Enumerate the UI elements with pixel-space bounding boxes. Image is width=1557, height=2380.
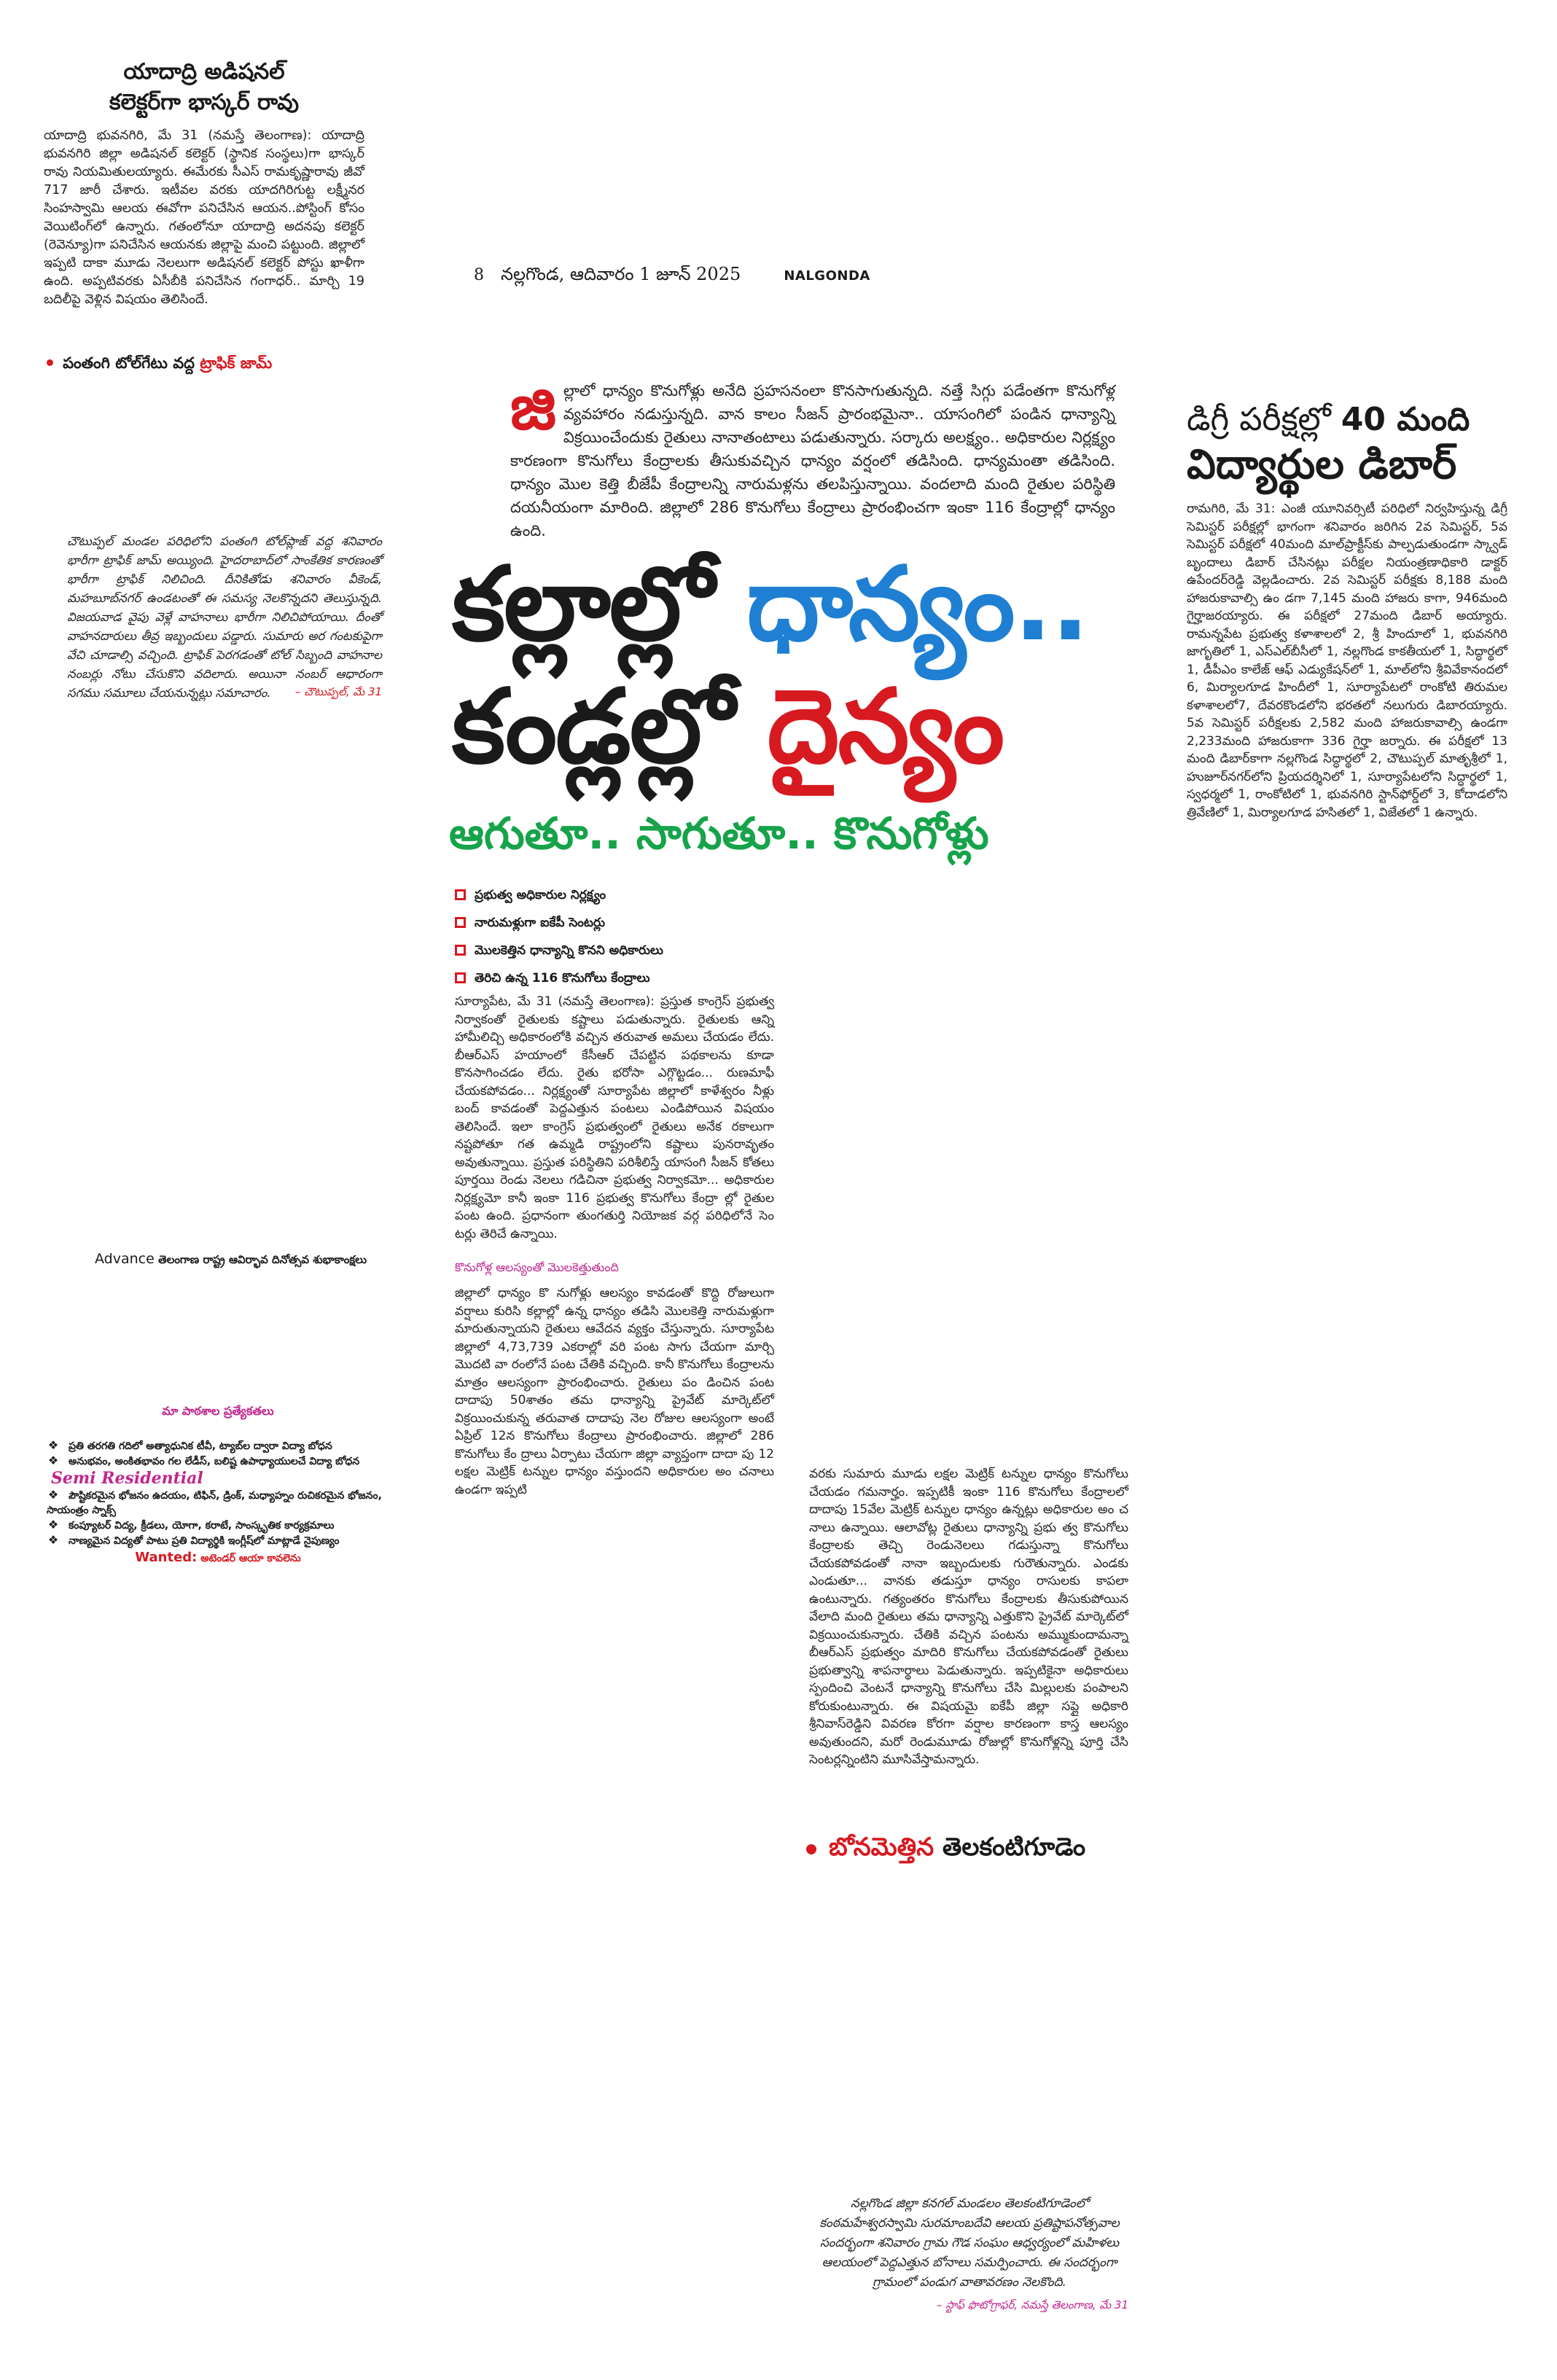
advance-note: Advance తెలంగాణ రాష్ట్ర ఆవిర్భావ దినోత్స… <box>95 1251 367 1267</box>
page-dateline: నల్లగొండ, ఆదివారం 1 జూన్ 2025 <box>501 264 741 284</box>
diamond-icon: ❖ <box>47 1454 59 1467</box>
ad-school-title: మా పాఠశాల ప్రత్యేకతలు <box>162 1404 274 1418</box>
lead-crosshead: కొనుగోళ్ల ఆలస్యంతో మొలకెత్తుతుంది <box>455 1260 619 1274</box>
list-item: ❖పౌష్టికరమైన భోజనం ఉదయం, టిఫిన్, డ్రింక్… <box>47 1488 382 1516</box>
diamond-icon: ❖ <box>47 1438 59 1452</box>
story-addl-collector: యాదాద్రి అడిషనల్ కలెక్టర్‌గా భాస్కర్ రావ… <box>44 57 364 309</box>
diamond-icon: ❖ <box>47 1518 59 1532</box>
lead-story-intro: జి ల్లాలో ధాన్యం కొనుగోళ్లు అనేది ప్రహసన… <box>510 371 1115 542</box>
lead-headline-line-2: కండ్లల్లో దైన్యం <box>452 668 1004 787</box>
list-item: నారుమళ్లుగా ఐకేపీ సెంటర్లు <box>455 913 819 933</box>
list-item: ❖కంప్యూటర్ విద్య, క్రీడలు, యోగా, కరాటే, … <box>47 1518 335 1532</box>
bullet-dot-icon <box>47 359 53 366</box>
story-degree-headline-1: డిగ్రీ పరీక్షల్లో 40 మంది <box>1187 401 1470 438</box>
page-edition: NALGONDA <box>784 268 870 284</box>
lead-story-dropcap: జి <box>510 371 556 444</box>
list-item: ❖ప్రతి తరగతి గదిలో అత్యాధునిక టీవీ, ట్యా… <box>47 1438 332 1452</box>
story-degree-headline-2: విద్యార్థుల డిబార్ <box>1187 441 1457 488</box>
story-addl-collector-body: యాదాద్రి భువనగిరి, మే 31 (నమస్తే తెలంగాణ… <box>44 128 364 307</box>
story-traffic-body: చౌటుప్పల్ మండల పరిధిలోని పంతంగి టోల్‌ప్ల… <box>67 534 382 700</box>
page-header: 8 నల్లగొండ, ఆదివారం 1 జూన్ 2025 NALGONDA <box>474 264 940 289</box>
story-addl-collector-headline-1: యాదాద్రి అడిషనల్ <box>123 59 285 85</box>
list-item: ప్రభుత్వ అధికారుల నిర్లక్ష్యం <box>455 885 819 905</box>
square-bullet-icon <box>455 972 466 983</box>
list-item: ❖అనుభవం, అంకితభావం గల లేడీస్, బలిష్ట ఉపా… <box>47 1454 360 1467</box>
square-bullet-icon <box>455 945 466 956</box>
list-item: తెరిచి ఉన్న 116 కొనుగోలు కేంద్రాలు <box>455 968 819 988</box>
lead-subhead: ఆగుతూ.. సాగుతూ.. కొనుగోళ్లు <box>449 808 989 859</box>
story-bonam-headline: బోనమెత్తిన తెలకంటిగూడెం <box>806 1833 1244 1868</box>
lead-body-2: జిల్లాలో ధాన్యం కొ నుగోళ్లు ఆలస్యం కావడం… <box>455 1286 774 1497</box>
ad-school-features: ❖ప్రతి తరగతి గదిలో అత్యాధునిక టీవీ, ట్యా… <box>47 1438 389 1548</box>
lead-headline: కల్లాల్లో ధాన్యం.. కండ్లల్లో దైన్యం <box>452 554 1181 786</box>
diamond-icon: ❖ <box>47 1533 59 1547</box>
list-item: మొలకెత్తిన ధాన్యాన్ని కొనని అధికారులు <box>455 940 819 961</box>
lead-body-1: సూర్యాపేట, మే 31 (నమస్తే తెలంగాణ): ప్రస్… <box>455 994 774 1241</box>
story-traffic-headline: పంతంగి టోల్‌గేటు వద్ద ట్రాఫిక్ జామ్ <box>47 354 382 376</box>
lead-bullets: ప్రభుత్వ అధికారుల నిర్లక్ష్యం నారుమళ్లుగ… <box>455 885 819 996</box>
story-bonam: నల్లగొండ జిల్లా కనగల్ మండలం తెలకంటిగూడెం… <box>811 2194 1128 2314</box>
bullet-dot-icon <box>806 1844 816 1854</box>
square-bullet-icon <box>455 889 466 900</box>
story-bonam-credit: – స్టాఫ్ ఫొటోగ్రాఫర్, నమస్తే తెలంగాణ, మే… <box>936 2298 1128 2311</box>
diamond-icon: ❖ <box>47 1488 59 1502</box>
story-traffic-credit: – చౌటుప్పల్, మే 31 <box>294 685 382 698</box>
lead-headline-line-1: కల్లాల్లో ధాన్యం.. <box>452 545 1090 664</box>
page-number: 8 <box>474 266 484 284</box>
lead-body-col1: సూర్యాపేట, మే 31 (నమస్తే తెలంగాణ): ప్రస్… <box>455 993 774 1499</box>
ad-school-wanted: Wanted: అటెండర్ ఆయా కావలెను <box>135 1550 301 1565</box>
story-degree: డిగ్రీ పరీక్షల్లో 40 మంది విద్యార్థుల డి… <box>1187 399 1507 822</box>
ad-school-semi-label: Semi Residential <box>51 1469 203 1488</box>
ad-school: మా పాఠశాల ప్రత్యేకతలు ❖ప్రతి తరగతి గదిలో… <box>47 1404 389 1566</box>
list-item: ❖నాణ్యమైన విద్యతో పాటు ప్రతి విద్యార్థిక… <box>47 1533 340 1547</box>
lead-body-col2: వరకు సుమారు మూడు లక్షల మెట్రిక్ టన్నుల ధ… <box>809 1465 1128 1769</box>
square-bullet-icon <box>455 917 466 928</box>
lead-story-intro-text: ల్లాలో ధాన్యం కొనుగోళ్లు అనేది ప్రహసనంలా… <box>510 382 1115 539</box>
story-bonam-body: నల్లగొండ జిల్లా కనగల్ మండలం తెలకంటిగూడెం… <box>819 2196 1120 2290</box>
lead-body-3: వరకు సుమారు మూడు లక్షల మెట్రిక్ టన్నుల ధ… <box>809 1467 1128 1767</box>
story-degree-body: రామగిరి, మే 31: ఎంజీ యూనివర్సిటీ పరిధిలో… <box>1187 502 1507 820</box>
story-addl-collector-headline-2: కలెక్టర్‌గా భాస్కర్ రావు <box>109 90 300 115</box>
story-traffic: చౌటుప్పల్ మండల పరిధిలోని పంతంగి టోల్‌ప్ల… <box>67 532 382 701</box>
